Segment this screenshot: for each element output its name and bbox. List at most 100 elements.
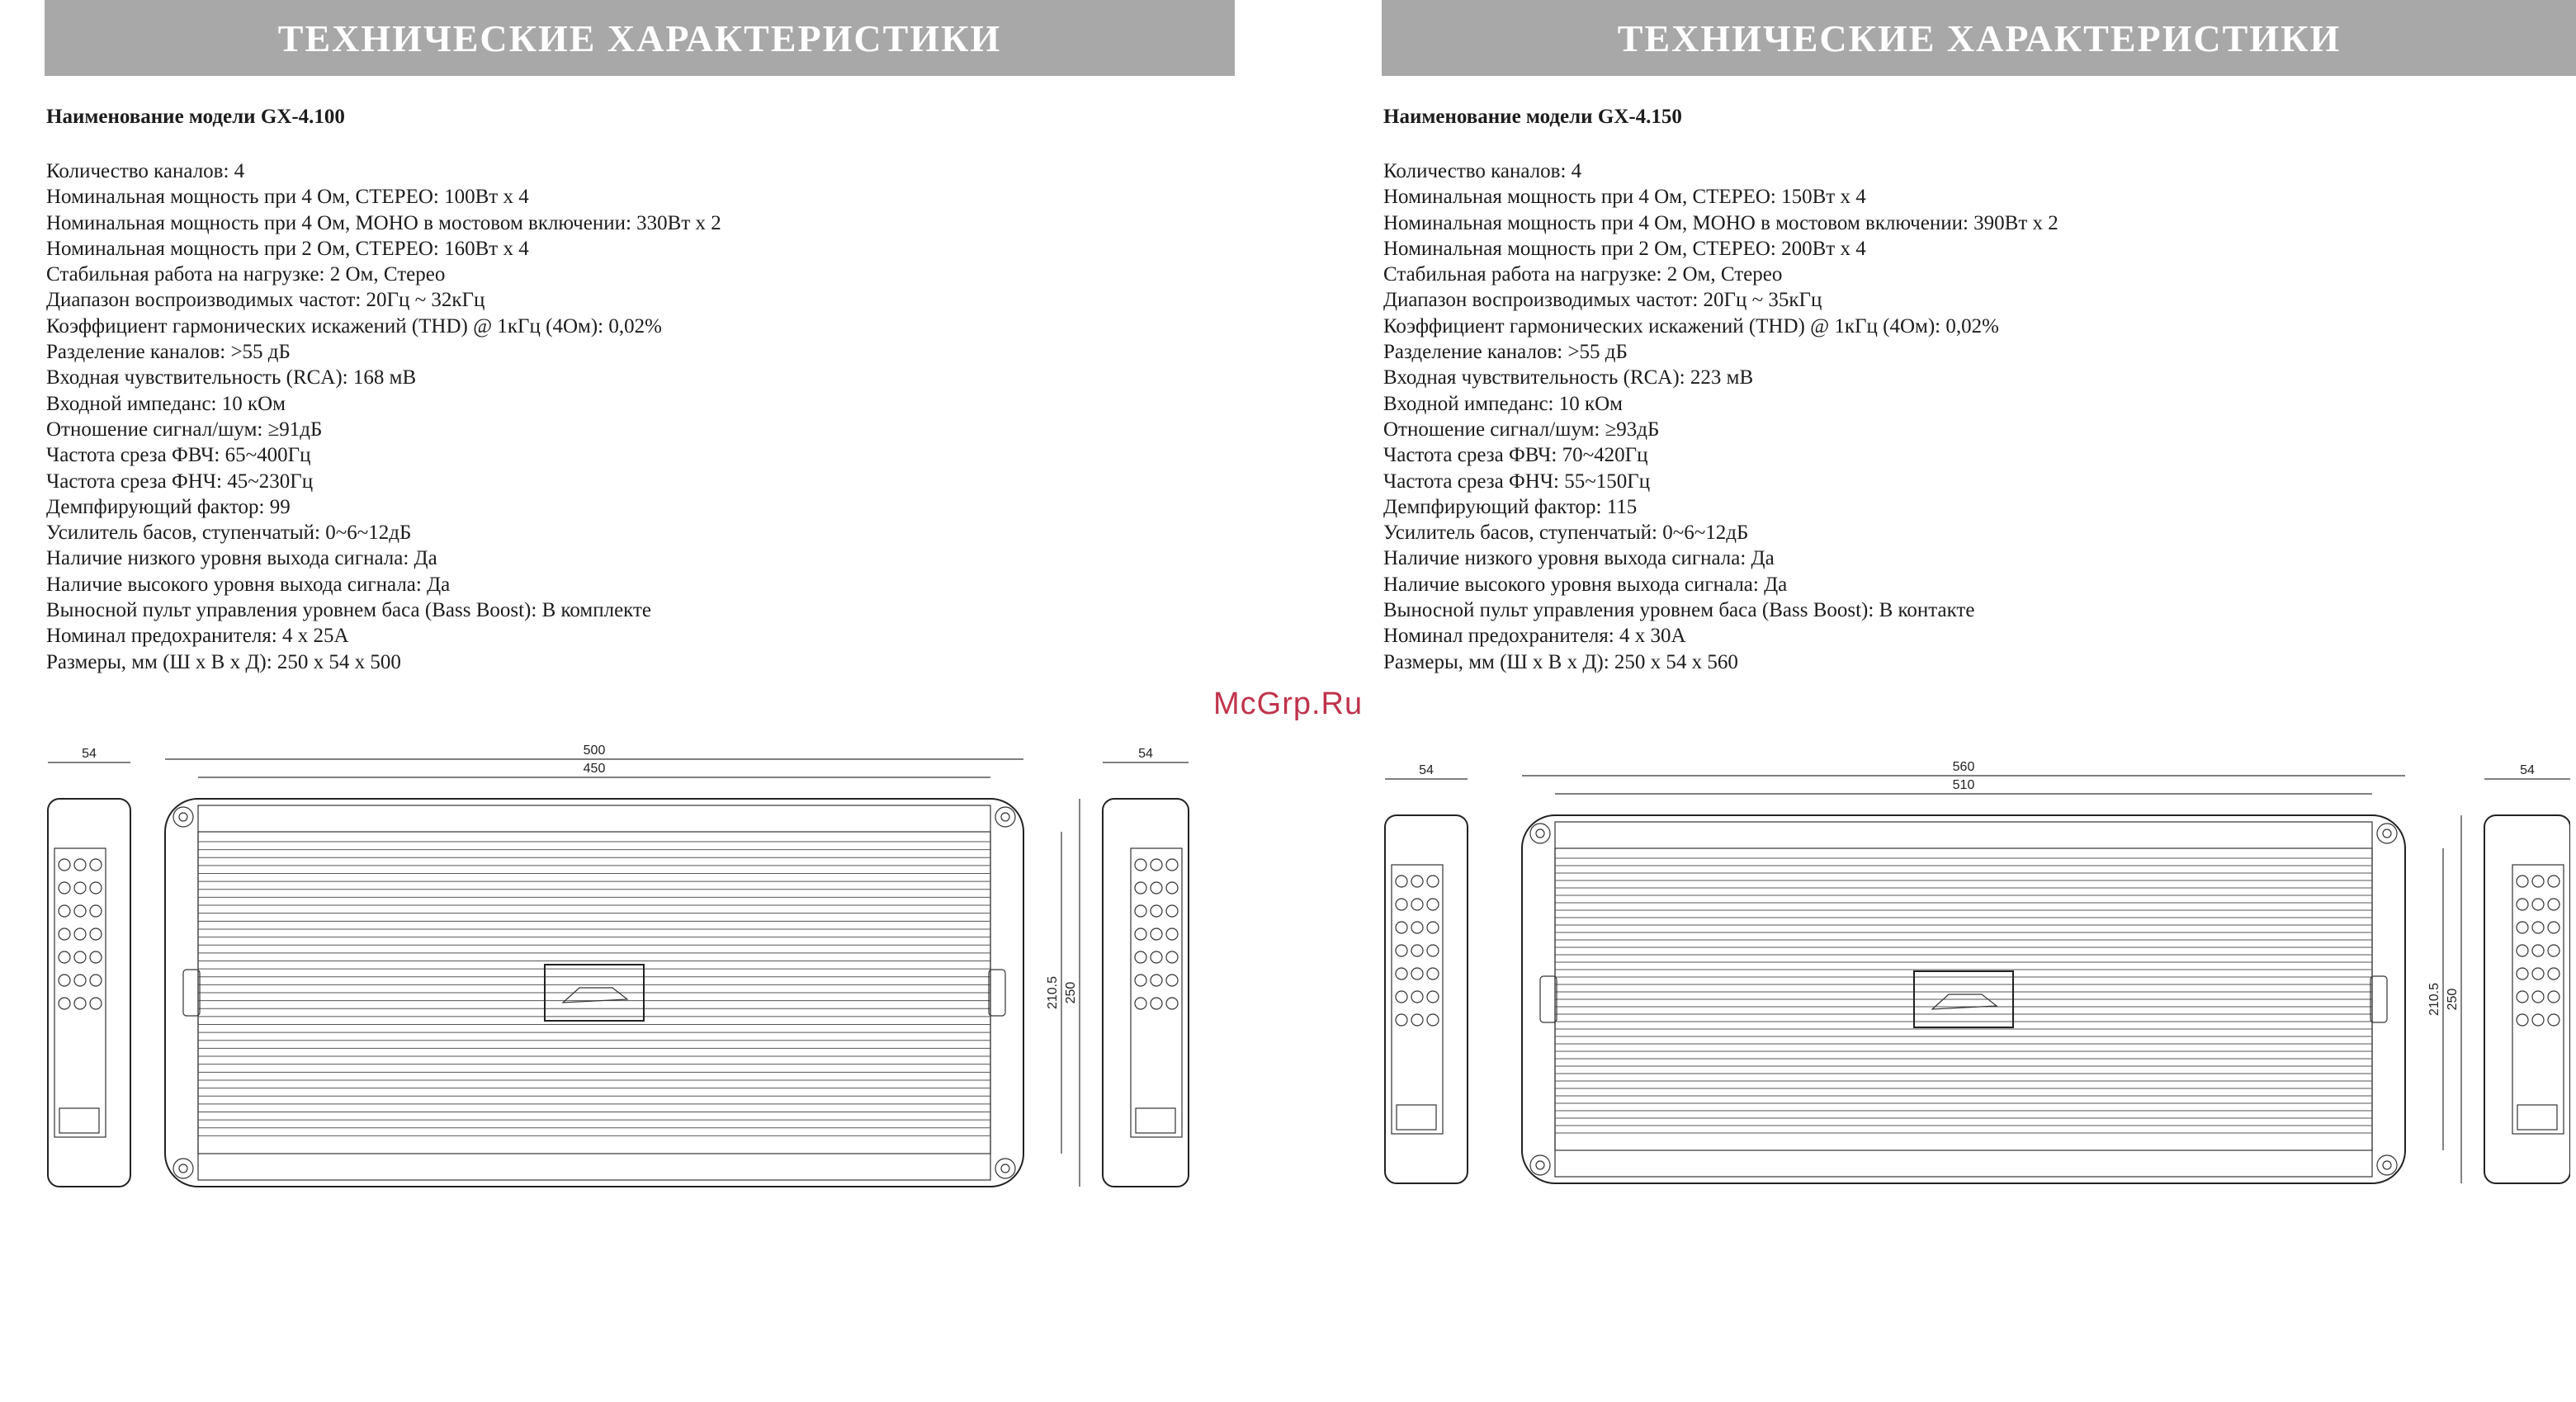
rca-connector-icon xyxy=(1395,944,1408,957)
rca-connector-icon xyxy=(1165,951,1179,964)
spec-line: Стабильная работа на нагрузке: 2 Ом, Сте… xyxy=(1383,263,1783,286)
model-title: Наименование модели GX-4.100 xyxy=(46,106,345,128)
spec-line: Разделение каналов: >55 дБ xyxy=(1383,341,1628,364)
rca-connector-icon xyxy=(2516,898,2529,911)
screw-icon xyxy=(2376,1154,2398,1176)
rca-connector-icon xyxy=(1411,1013,1424,1027)
rca-connector-icon xyxy=(73,858,87,871)
dim-side-left-label: 54 xyxy=(82,747,97,761)
rca-connector-icon xyxy=(1150,951,1163,964)
spec-line: Номинальная мощность при 4 Ом, СТЕРЕО: 1… xyxy=(1383,186,1866,209)
rca-connector-icon xyxy=(2547,944,2560,957)
section-banner: ТЕХНИЧЕСКИЕ ХАРАКТЕРИСТИКИ xyxy=(1382,0,2576,76)
side-view-body xyxy=(2484,814,2570,1184)
spec-line: Номинальная мощность при 4 Ом, МОНО в мо… xyxy=(1383,211,2058,234)
rca-connector-icon xyxy=(2547,898,2560,911)
spec-line: Размеры, мм (Ш х В х Д): 250 х 54 х 500 xyxy=(46,650,401,673)
rca-connector-icon xyxy=(2531,990,2545,1003)
rca-connector-icon xyxy=(1134,951,1147,964)
rca-connector-icon xyxy=(1426,967,1439,980)
side-view-body xyxy=(47,798,131,1187)
handle-right xyxy=(988,969,1006,1017)
connector-panel xyxy=(2512,864,2564,1135)
rca-connector-icon xyxy=(1165,928,1179,941)
rca-connector-icon xyxy=(1411,944,1424,957)
connector-panel xyxy=(54,847,106,1138)
top-view xyxy=(164,798,1024,1187)
rca-connector-icon xyxy=(73,974,87,987)
screw-icon xyxy=(173,1158,194,1179)
rca-connector-icon xyxy=(1150,881,1163,895)
screw-icon xyxy=(995,806,1016,828)
screw-icon xyxy=(2376,823,2398,844)
spec-line: Коэффициент гармонических искажений (THD… xyxy=(1383,314,1999,338)
rca-connector-icon xyxy=(2547,1013,2560,1027)
spec-line: Выносной пульт управления уровнем баса (… xyxy=(46,599,652,622)
rca-connector-icon xyxy=(1165,858,1179,871)
spec-line: Количество каналов: 4 xyxy=(46,160,245,182)
rca-connector-icon xyxy=(2516,921,2529,934)
spec-line: Стабильная работа на нагрузке: 2 Ом, Сте… xyxy=(46,263,446,286)
rca-connector-icon xyxy=(1150,858,1163,871)
rca-connector-icon xyxy=(1411,875,1424,888)
spec-line: Выносной пульт управления уровнем баса (… xyxy=(1383,599,1975,622)
rca-connector-icon xyxy=(1426,875,1439,888)
rca-connector-icon xyxy=(2547,921,2560,934)
spec-line: Наличие низкого уровня выхода сигнала: Д… xyxy=(1383,547,1775,570)
top-view-body xyxy=(1521,814,2406,1184)
screw-icon xyxy=(1000,1164,1010,1173)
rca-connector-icon xyxy=(2531,875,2545,888)
spec-line: Количество каналов: 4 xyxy=(1383,160,1582,182)
model-title: Наименование модели GX-4.150 xyxy=(1383,106,1682,128)
spec-line: Частота среза ФНЧ: 55~150Гц xyxy=(1383,470,1651,493)
side-view-right xyxy=(2484,814,2570,1184)
rca-connector-icon xyxy=(1426,944,1439,957)
side-view-right xyxy=(1102,798,1189,1187)
rca-connector-icon xyxy=(58,928,71,941)
side-view-left xyxy=(47,798,131,1187)
spec-line: Усилитель басов, ступенчатый: 0~6~12дБ xyxy=(1383,522,1749,545)
rca-connector-icon xyxy=(73,997,87,1010)
side-view-body xyxy=(1384,814,1468,1184)
screw-icon xyxy=(1000,812,1010,822)
rca-connector-icon xyxy=(2516,990,2529,1003)
screw-icon xyxy=(1535,828,1545,838)
rca-connector-icon xyxy=(1134,904,1147,918)
rca-connector-icon xyxy=(1411,921,1424,934)
spec-line: Наличие высокого уровня выхода сигнала: … xyxy=(1383,573,1788,596)
spec-line: Диапазон воспроизводимых частот: 20Гц ~ … xyxy=(46,289,485,312)
side-view-body xyxy=(1102,798,1189,1187)
handle-left xyxy=(1539,975,1557,1023)
spec-line: Входной импеданс: 10 кОм xyxy=(1383,392,1624,415)
spec-line: Номинальная мощность при 4 Ом, СТЕРЕО: 1… xyxy=(46,186,529,209)
dim-height-outer-label: 250 xyxy=(2446,989,2460,1011)
rca-connector-icon xyxy=(1134,974,1147,987)
handle-left xyxy=(182,969,201,1017)
rca-connector-icon xyxy=(89,881,102,895)
rca-connector-icon xyxy=(89,997,102,1010)
spec-line: Разделение каналов: >55 дБ xyxy=(46,341,291,364)
top-view xyxy=(1521,814,2406,1184)
spec-line: Номинальная мощность при 2 Ом, СТЕРЕО: 1… xyxy=(46,237,529,260)
rca-connector-icon xyxy=(1395,967,1408,980)
spec-line: Входная чувствительность (RCA): 223 мВ xyxy=(1383,366,1754,389)
dim-height-inner-label: 210.5 xyxy=(1046,976,1060,1009)
rca-connector-icon xyxy=(1150,974,1163,987)
rca-connector-icon xyxy=(89,904,102,918)
dim-side-left-label: 54 xyxy=(1419,763,1434,777)
rca-connector-icon xyxy=(2531,898,2545,911)
screw-icon xyxy=(178,1164,188,1173)
rca-connector-icon xyxy=(2516,1013,2529,1027)
rca-connector-icon xyxy=(1411,898,1424,911)
rca-connector-icon xyxy=(1411,967,1424,980)
dim-length-outer-label: 560 xyxy=(1953,760,1975,774)
screw-icon xyxy=(2382,828,2392,838)
rca-connector-icon xyxy=(2547,990,2560,1003)
spec-line: Частота среза ФВЧ: 65~400Гц xyxy=(46,444,311,467)
rca-connector-icon xyxy=(1411,990,1424,1003)
rca-connector-icon xyxy=(1134,881,1147,895)
spec-line: Отношение сигнал/шум: ≥91дБ xyxy=(46,418,323,441)
rca-connector-icon xyxy=(1150,997,1163,1010)
